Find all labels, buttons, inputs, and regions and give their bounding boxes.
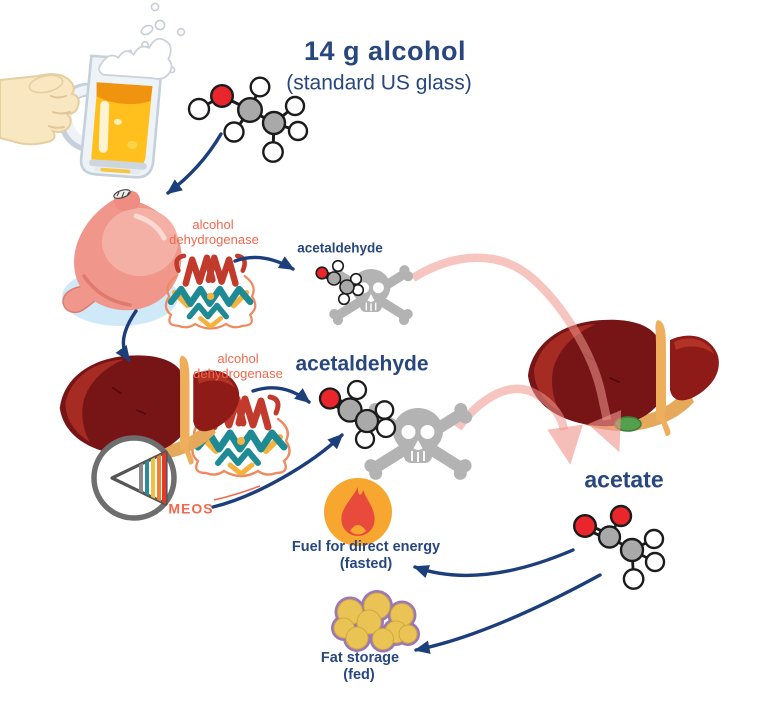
bloodstream-arrow-upper-icon (410, 253, 622, 453)
flow-arrow-adh-to-acetaldehyde-small-icon (233, 255, 295, 271)
acetate-molecule-icon (573, 504, 666, 590)
fat-cells-icon (331, 590, 420, 653)
flow-arrow-meos-to-acetaldehyde-icon (211, 433, 344, 509)
stomach-icon (62, 189, 182, 314)
fuel-label-line2: (fasted) (339, 556, 393, 573)
adh-enzyme-stomach-icon (166, 256, 255, 329)
flow-arrow-acetate-to-fuel-icon (413, 548, 575, 578)
flame-icon (324, 478, 392, 546)
flow-arrow-ethanol-to-stomach-icon (166, 132, 223, 195)
hand-icon (0, 73, 80, 146)
acetaldehyde-molecule-large-icon (318, 379, 397, 450)
acetate-label: acetate (584, 466, 664, 493)
meos-magnifier-icon (91, 435, 261, 521)
acetaldehyde-large-label: acetaldehyde (295, 352, 429, 376)
acetaldehyde-small-label: acetaldehyde (297, 240, 383, 256)
ethanol-molecule-icon (187, 76, 309, 163)
adh-stomach-label-line1: alcohol (192, 216, 234, 232)
acetaldehyde-molecule-small-icon (315, 259, 365, 306)
adh-stomach-label-line2: dehydrogenase (169, 231, 259, 247)
flow-arrow-acetate-to-fat-icon (414, 573, 602, 654)
adh-liver-label-line1: alcohol (217, 350, 259, 366)
fat-label-line1: Fat storage (320, 650, 400, 667)
beer-mug-icon (57, 37, 173, 179)
flow-arrow-stomach-to-liver-icon (115, 309, 138, 362)
meos-label: MEOS (168, 500, 214, 517)
fat-label-line2: (fed) (343, 667, 375, 684)
diagram-subtitle: (standard US glass) (286, 71, 472, 95)
fuel-label-line1: Fuel for direct energy (291, 539, 441, 556)
flow-arrow-adh-to-acetaldehyde-large-icon (251, 386, 311, 404)
adh-liver-label-line2: dehydrogenase (193, 365, 283, 381)
diagram-title: 14 g alcohol (303, 36, 467, 67)
bloodstream-arrow-lower-icon (454, 384, 583, 465)
